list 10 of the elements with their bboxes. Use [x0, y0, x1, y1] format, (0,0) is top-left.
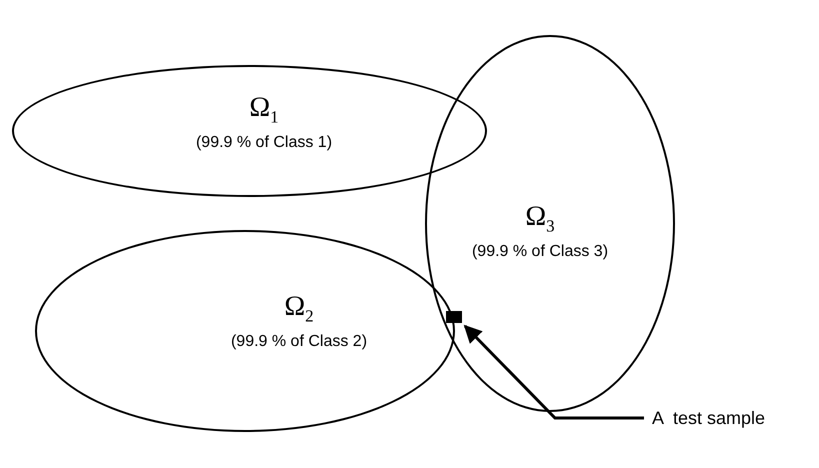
region-ellipse [35, 230, 455, 432]
region-description: (99.9 % of Class 2) [230, 332, 368, 352]
annotation-label: A test sample [652, 407, 766, 429]
leader-arrow [464, 324, 644, 420]
region-symbol: Ω$_{2}$ [284, 292, 314, 328]
region-symbol: Ω$_{1}$ [249, 93, 279, 129]
region-description: (99.9 % of Class 3) [472, 242, 608, 262]
region-symbol: Ω$_{3}$ [525, 202, 555, 238]
region-description: (99.9 % of Class 1) [196, 132, 332, 153]
region-ellipse [12, 65, 487, 197]
